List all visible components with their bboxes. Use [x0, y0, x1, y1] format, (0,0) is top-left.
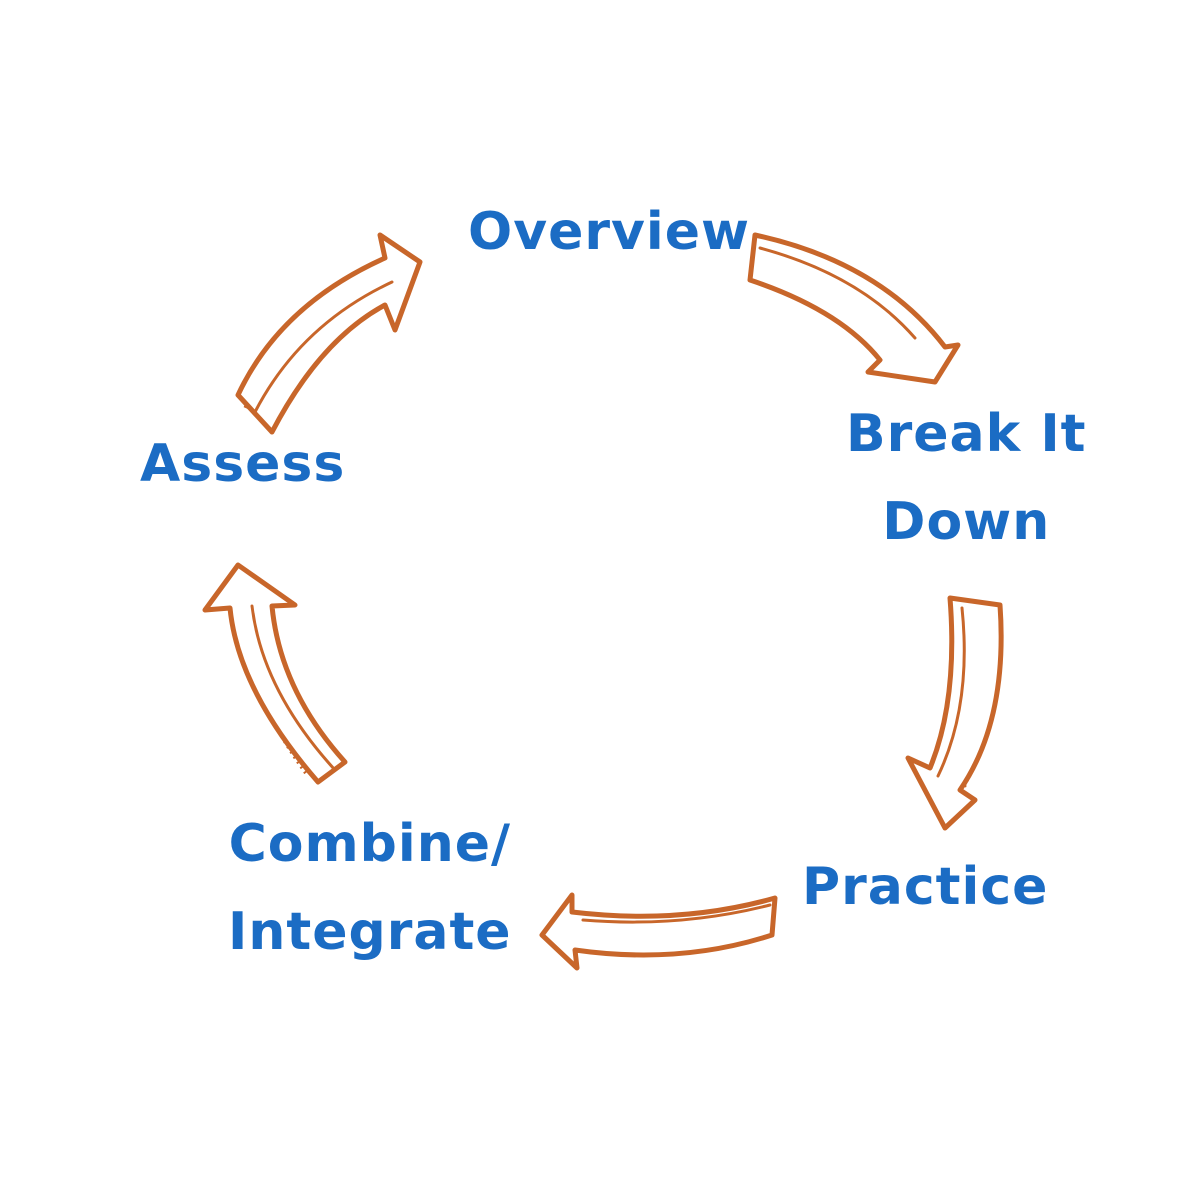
arrow-practice-to-combine-icon [539, 892, 778, 971]
step-practice-line-1: Practice [802, 857, 1049, 917]
step-label-combine-integrate: Combine/ Integrate [228, 800, 512, 977]
step-combine-integrate-line-1: Combine/ [228, 814, 511, 874]
step-assess-line-1: Assess [140, 434, 346, 494]
step-break-it-down-line-2: Down [882, 492, 1051, 553]
step-label-break-it-down: Break It Down [846, 390, 1087, 567]
step-combine-integrate-line-2: Integrate [228, 902, 512, 963]
step-break-it-down-line-1: Break It [846, 404, 1087, 464]
step-overview-line-1: Overview [468, 202, 751, 262]
arrow-breakdown-to-practice-icon [905, 595, 1004, 831]
step-label-practice: Practice [802, 843, 1048, 931]
arrow-assess-to-overview-icon [235, 232, 423, 435]
step-label-overview: Overview [468, 188, 750, 276]
arrow-overview-to-breakdown-icon [747, 232, 961, 385]
step-label-assess: Assess [140, 420, 345, 508]
arrow-combine-to-assess-icon [202, 562, 348, 785]
